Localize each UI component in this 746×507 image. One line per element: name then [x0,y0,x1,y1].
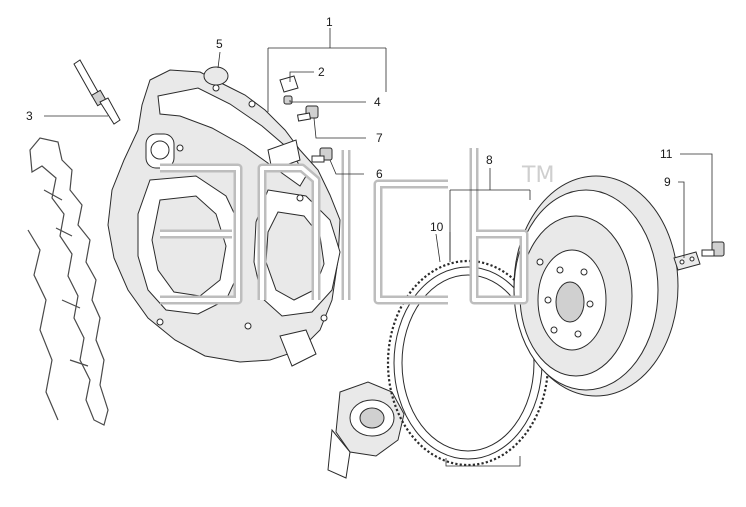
callout-9: 9 [664,175,671,189]
trademark-text: TM [521,163,554,188]
lock-plate-part-9 [673,251,701,271]
crankshaft-end [327,381,405,479]
callout-5: 5 [216,37,223,51]
callout-6: 6 [376,167,383,181]
bolt-part-7 [296,105,319,122]
sensor-pin-part-3 [73,59,121,125]
plate-part-2 [279,75,299,93]
callout-2: 2 [318,65,325,79]
callout-1: 1 [326,15,333,29]
callout-4: 4 [374,95,381,109]
leader-lines [44,28,713,467]
callout-3: 3 [26,109,33,123]
callout-7: 7 [376,131,383,145]
callout-8: 8 [486,153,493,167]
watermark-logo: TM [160,148,554,305]
callout-11: 11 [660,147,673,161]
callouts: 1 2 3 4 5 6 7 8 9 10 11 [26,15,673,234]
flywheel [513,175,679,397]
small-bolt-part-4 [283,95,293,105]
callout-10: 10 [430,220,444,234]
bolt-part-6 [311,147,333,163]
plug-part-5 [203,66,229,86]
engine-block-outline [27,137,109,426]
flywheel-bolt-part-11 [701,241,725,257]
